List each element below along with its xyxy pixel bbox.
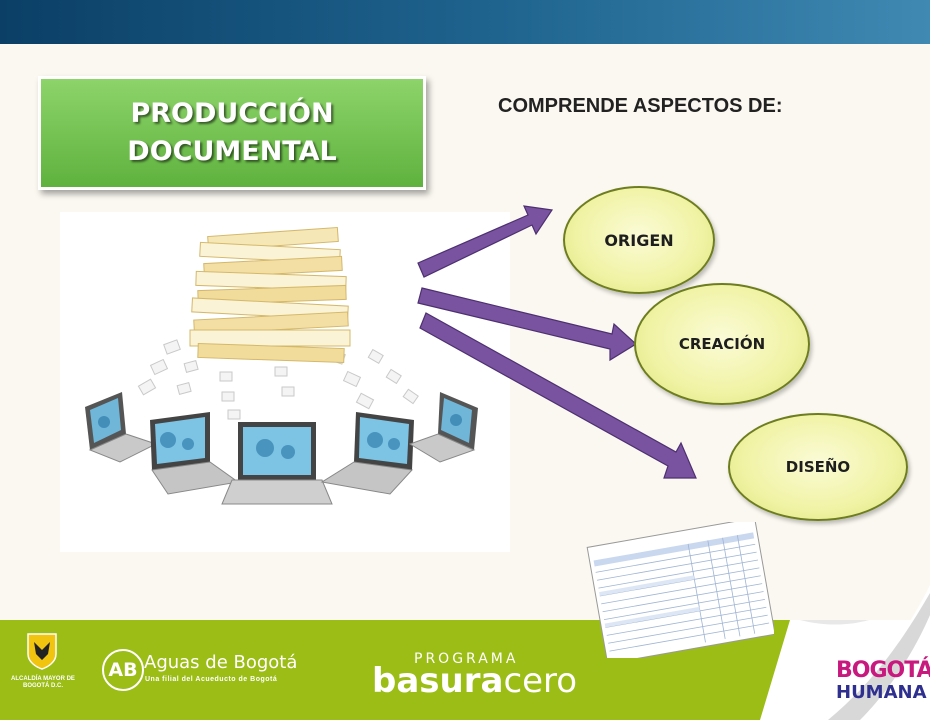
arrow-to-creacion — [417, 287, 637, 362]
basura-cero-logo: basuracero — [372, 664, 577, 698]
bogota-logo-word: BOGOTÁ — [836, 658, 930, 683]
aguas-logo-icon: AB — [102, 649, 144, 691]
top-bar — [0, 0, 930, 44]
aspect-creacion: CREACIÓN — [634, 283, 810, 405]
cero-word: cero — [503, 661, 578, 701]
humana-logo-word: HUMANA — [836, 682, 927, 703]
aguas-name: Aguas de Bogotá — [144, 652, 298, 673]
form-document-image — [586, 522, 774, 658]
programa-label: PROGRAMA — [414, 651, 519, 667]
footer — [0, 620, 930, 720]
arrow-to-diseno — [419, 312, 697, 479]
aspect-diseno: DISEÑO — [728, 413, 908, 521]
aspect-origen: ORIGEN — [563, 186, 715, 294]
aspect-creacion-label: CREACIÓN — [678, 335, 766, 353]
heading: COMPRENDE ASPECTOS DE: — [498, 95, 783, 117]
title-line-1: PRODUCCIÓN — [130, 98, 334, 129]
documents-laptops-illustration — [60, 212, 510, 552]
alcaldia-label: ALCALDÍA MAYOR DE BOGOTÁ D.C. — [11, 676, 75, 689]
bogota-coat-of-arms-icon — [27, 633, 57, 670]
aspect-diseno-label: DISEÑO — [785, 458, 851, 476]
title-line-2: DOCUMENTAL — [127, 136, 337, 167]
arrow-to-origen — [417, 205, 554, 278]
title-box: PRODUCCIÓN DOCUMENTAL — [38, 76, 426, 190]
aspect-origen-label: ORIGEN — [604, 230, 674, 250]
basura-word: basura — [372, 661, 504, 701]
aguas-initials: AB — [108, 659, 138, 681]
aguas-subtitle: Una filial del Acueducto de Bogotá — [145, 676, 278, 683]
page-curl — [820, 585, 930, 720]
